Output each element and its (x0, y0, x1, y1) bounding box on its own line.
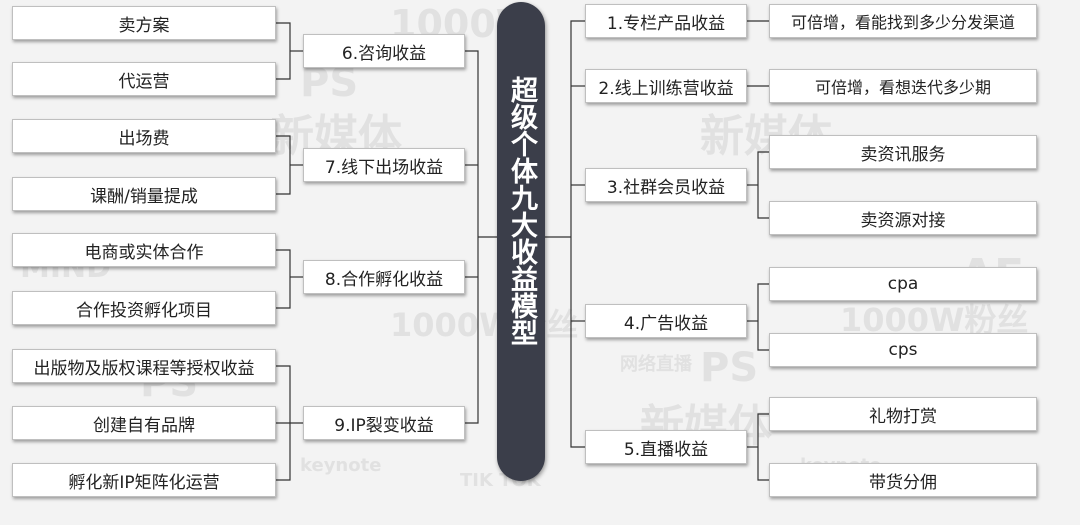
branch-community-membership: 3.社群会员收益 (585, 168, 747, 202)
leaf-iteration-periods: 可倍增，看想迭代多少期 (769, 69, 1037, 103)
branch-online-camp: 2.线上训练营收益 (585, 69, 747, 103)
leaf-licensing-revenue: 出版物及版权课程等授权收益 (12, 349, 276, 383)
branch-ip-fission: 9.IP裂变收益 (303, 406, 465, 440)
leaf-investment-incubation: 合作投资孵化项目 (12, 291, 276, 325)
leaf-gift-tips: 礼物打赏 (769, 397, 1037, 431)
center-title: 超级个体九大收益模型 (506, 76, 537, 346)
branch-consulting: 6.咨询收益 (303, 34, 465, 68)
branch-advertising: 4.广告收益 (585, 304, 747, 338)
leaf-cpa: cpa (769, 267, 1037, 301)
leaf-resource-matching: 卖资源对接 (769, 201, 1037, 235)
branch-offline-appearance: 7.线下出场收益 (303, 148, 465, 182)
leaf-agency-operation: 代运营 (12, 62, 276, 96)
leaf-cps: cps (769, 333, 1037, 367)
leaf-course-commission: 课酬/销量提成 (12, 177, 276, 211)
branch-livestream: 5.直播收益 (585, 430, 747, 464)
leaf-appearance-fee: 出场费 (12, 119, 276, 153)
leaf-own-brand: 创建自有品牌 (12, 406, 276, 440)
leaf-ecommerce-cooperation: 电商或实体合作 (12, 233, 276, 267)
branch-incubation: 8.合作孵化收益 (303, 260, 465, 294)
center-title-pill (497, 2, 545, 481)
leaf-sell-plan: 卖方案 (12, 6, 276, 40)
leaf-info-service: 卖资讯服务 (769, 135, 1037, 169)
leaf-distribution-channels: 可倍增，看能找到多少分发渠道 (769, 4, 1037, 38)
branch-column-products: 1.专栏产品收益 (585, 4, 747, 38)
leaf-sales-commission: 带货分佣 (769, 463, 1037, 497)
leaf-ip-matrix: 孵化新IP矩阵化运营 (12, 463, 276, 497)
